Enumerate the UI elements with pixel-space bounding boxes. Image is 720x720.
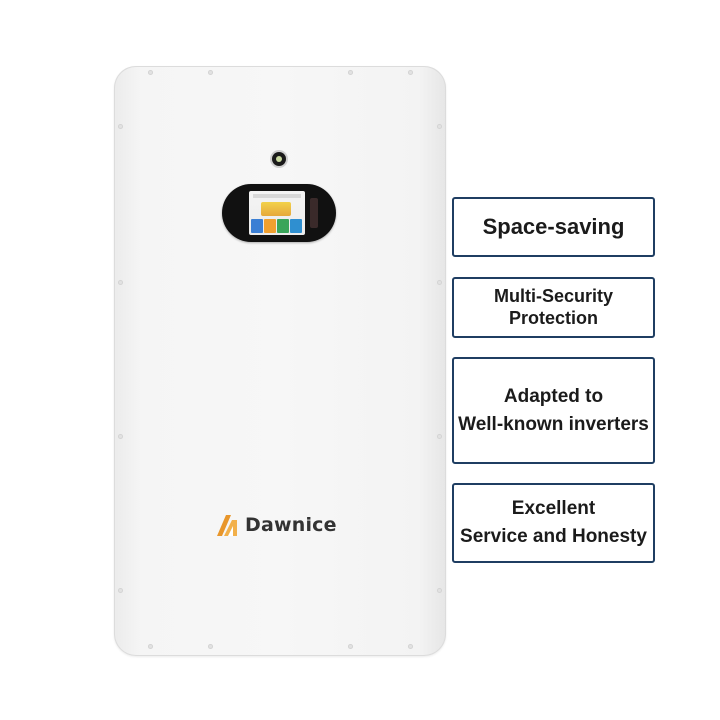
feature-line: Well-known inverters [458, 413, 649, 435]
feature-box-service: Excellent Service and Honesty [452, 483, 655, 563]
feature-label: Excellent Service and Honesty [460, 495, 647, 550]
screw [118, 588, 123, 593]
screen-header-bar [253, 194, 301, 198]
feature-box-multi-security: Multi-Security Protection [452, 277, 655, 338]
feature-label: Adapted to Well-known inverters [458, 383, 649, 438]
battery-level-icon [261, 202, 291, 216]
screw [437, 124, 442, 129]
feature-line: Multi-Security [493, 285, 613, 306]
screw [148, 70, 153, 75]
screw [348, 70, 353, 75]
battery-cabinet: Dawnice [114, 66, 446, 656]
feature-line: Protection [508, 307, 598, 328]
screw [118, 124, 123, 129]
feature-box-inverters: Adapted to Well-known inverters [452, 357, 655, 464]
display-side-panel [310, 198, 318, 228]
dawnice-logo-icon [217, 515, 237, 536]
screw [208, 644, 213, 649]
screw [437, 434, 442, 439]
feature-line: Excellent [511, 498, 596, 520]
screw [348, 644, 353, 649]
screen-tile [277, 219, 289, 233]
screw [208, 70, 213, 75]
screw [437, 280, 442, 285]
feature-label: Multi-Security Protection [494, 286, 613, 330]
screw [408, 70, 413, 75]
feature-line: Adapted to [503, 385, 604, 407]
feature-box-space-saving: Space-saving [452, 197, 655, 257]
screw [118, 280, 123, 285]
brand-name: Dawnice [245, 514, 337, 536]
lcd-display [222, 184, 336, 242]
brand-logo: Dawnice [214, 512, 337, 538]
screen-tile [264, 219, 276, 233]
screw [408, 644, 413, 649]
feature-line: Service and Honesty [460, 526, 647, 547]
power-indicator-icon [272, 152, 286, 166]
feature-line: Space-saving [482, 213, 625, 239]
screw [437, 588, 442, 593]
screen-tile [251, 219, 263, 233]
screen-tile [290, 219, 302, 233]
lcd-screen [249, 191, 305, 235]
screw [148, 644, 153, 649]
feature-label: Space-saving [483, 214, 625, 241]
screw [118, 434, 123, 439]
